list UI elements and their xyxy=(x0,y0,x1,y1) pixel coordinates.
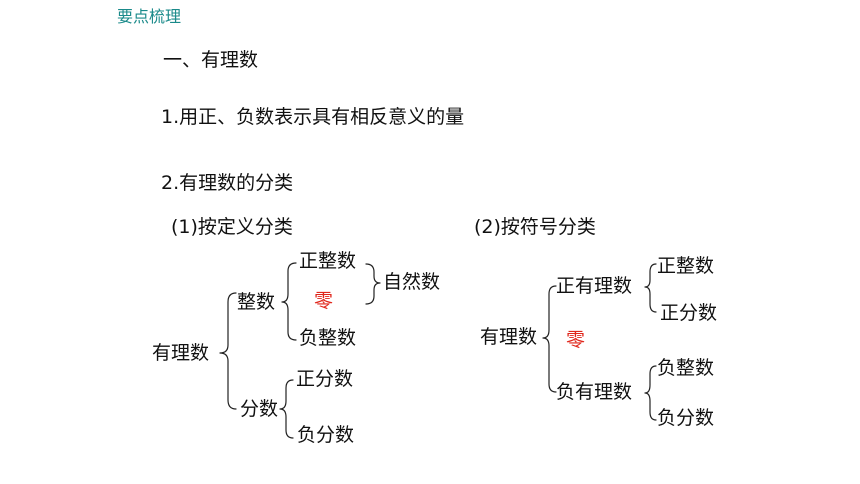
def-negative-integer: 负整数 xyxy=(299,327,357,349)
sign-negative-rational: 负有理数 xyxy=(556,381,633,403)
def-root-brace xyxy=(219,292,237,410)
def-fraction: 分数 xyxy=(240,398,279,420)
section-tag: 要点梳理 xyxy=(117,7,182,26)
sign-positive-integer: 正整数 xyxy=(657,255,715,277)
def-natural-brace xyxy=(365,263,381,305)
def-integer: 整数 xyxy=(237,291,276,313)
point-2: 2.有理数的分类 xyxy=(161,172,294,194)
sign-negative-integer: 负整数 xyxy=(657,357,715,379)
def-integer-brace xyxy=(281,262,297,341)
def-fraction-brace xyxy=(279,379,294,439)
sign-positive-brace xyxy=(644,263,657,313)
def-positive-integer: 正整数 xyxy=(299,250,357,272)
def-natural-number: 自然数 xyxy=(383,271,441,293)
sign-positive-rational: 正有理数 xyxy=(556,275,633,297)
sign-root-brace xyxy=(542,285,557,393)
sign-negative-fraction: 负分数 xyxy=(657,407,715,429)
point-1: 1.用正、负数表示具有相反意义的量 xyxy=(161,106,465,128)
classification-by-sign-label: (2)按符号分类 xyxy=(474,216,596,238)
sign-root-rational: 有理数 xyxy=(480,326,538,348)
sign-zero: 零 xyxy=(566,329,586,351)
def-zero: 零 xyxy=(314,290,334,312)
classification-by-definition-label: (1)按定义分类 xyxy=(171,216,293,238)
section-heading: 一、有理数 xyxy=(163,49,259,71)
def-root-rational: 有理数 xyxy=(152,342,210,364)
def-negative-fraction: 负分数 xyxy=(297,424,355,446)
def-positive-fraction: 正分数 xyxy=(296,368,354,390)
sign-positive-fraction: 正分数 xyxy=(660,302,718,324)
sign-negative-brace xyxy=(644,365,657,421)
